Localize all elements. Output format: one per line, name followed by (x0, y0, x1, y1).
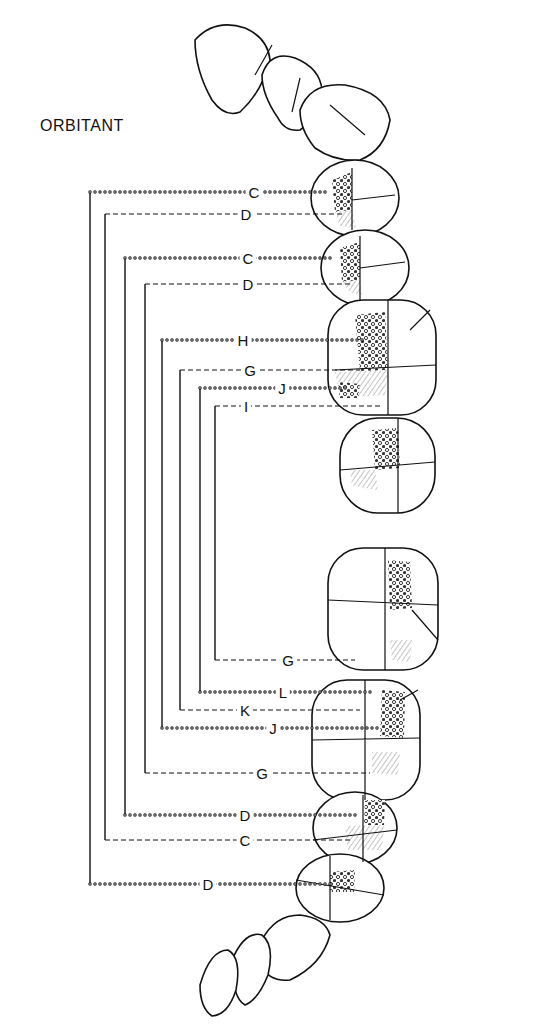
dotted-leader (162, 338, 365, 341)
contact-letter: C (240, 250, 257, 267)
diagram-title: ORBITANT (40, 118, 124, 134)
contact-letter: H (235, 332, 252, 349)
dashed-leader (180, 370, 360, 371)
contact-letter: D (240, 276, 257, 293)
contact-letter: L (276, 684, 290, 701)
contact-letter: K (237, 702, 253, 719)
dashed-leader (215, 406, 380, 407)
dashed-leader (105, 840, 350, 841)
bracket-vertical (161, 340, 162, 728)
fissure-lines (255, 45, 438, 920)
bracket-vertical (124, 258, 125, 815)
dotted-leader (125, 256, 335, 259)
contact-letter: J (275, 380, 289, 397)
bracket-vertical (179, 370, 180, 710)
contact-areas (330, 172, 412, 892)
tooth-outlines (195, 25, 438, 1016)
contact-letter: G (253, 765, 271, 782)
dotted-leader-hollow (90, 191, 330, 192)
contact-letter: C (246, 184, 263, 201)
bracket-vertical (104, 214, 105, 840)
contact-letter: D (238, 206, 255, 223)
bracket-vertical (89, 192, 90, 884)
bracket-lines (90, 192, 380, 884)
dotted-leader (90, 190, 330, 193)
contact-letter: C (237, 832, 254, 849)
dotted-leader-hollow (162, 339, 365, 340)
contact-letter: I (241, 398, 251, 415)
contact-letter: G (241, 362, 259, 379)
dashed-leader (105, 214, 345, 215)
bracket-vertical (199, 388, 200, 692)
contact-letter: D (200, 876, 217, 893)
dotted-leader-hollow (125, 257, 335, 258)
bracket-vertical (144, 284, 145, 773)
contact-letter: D (237, 807, 254, 824)
contact-letter: G (279, 652, 297, 669)
dashed-leader (180, 710, 360, 711)
bracket-vertical (214, 406, 215, 660)
contact-letter: J (266, 720, 280, 737)
